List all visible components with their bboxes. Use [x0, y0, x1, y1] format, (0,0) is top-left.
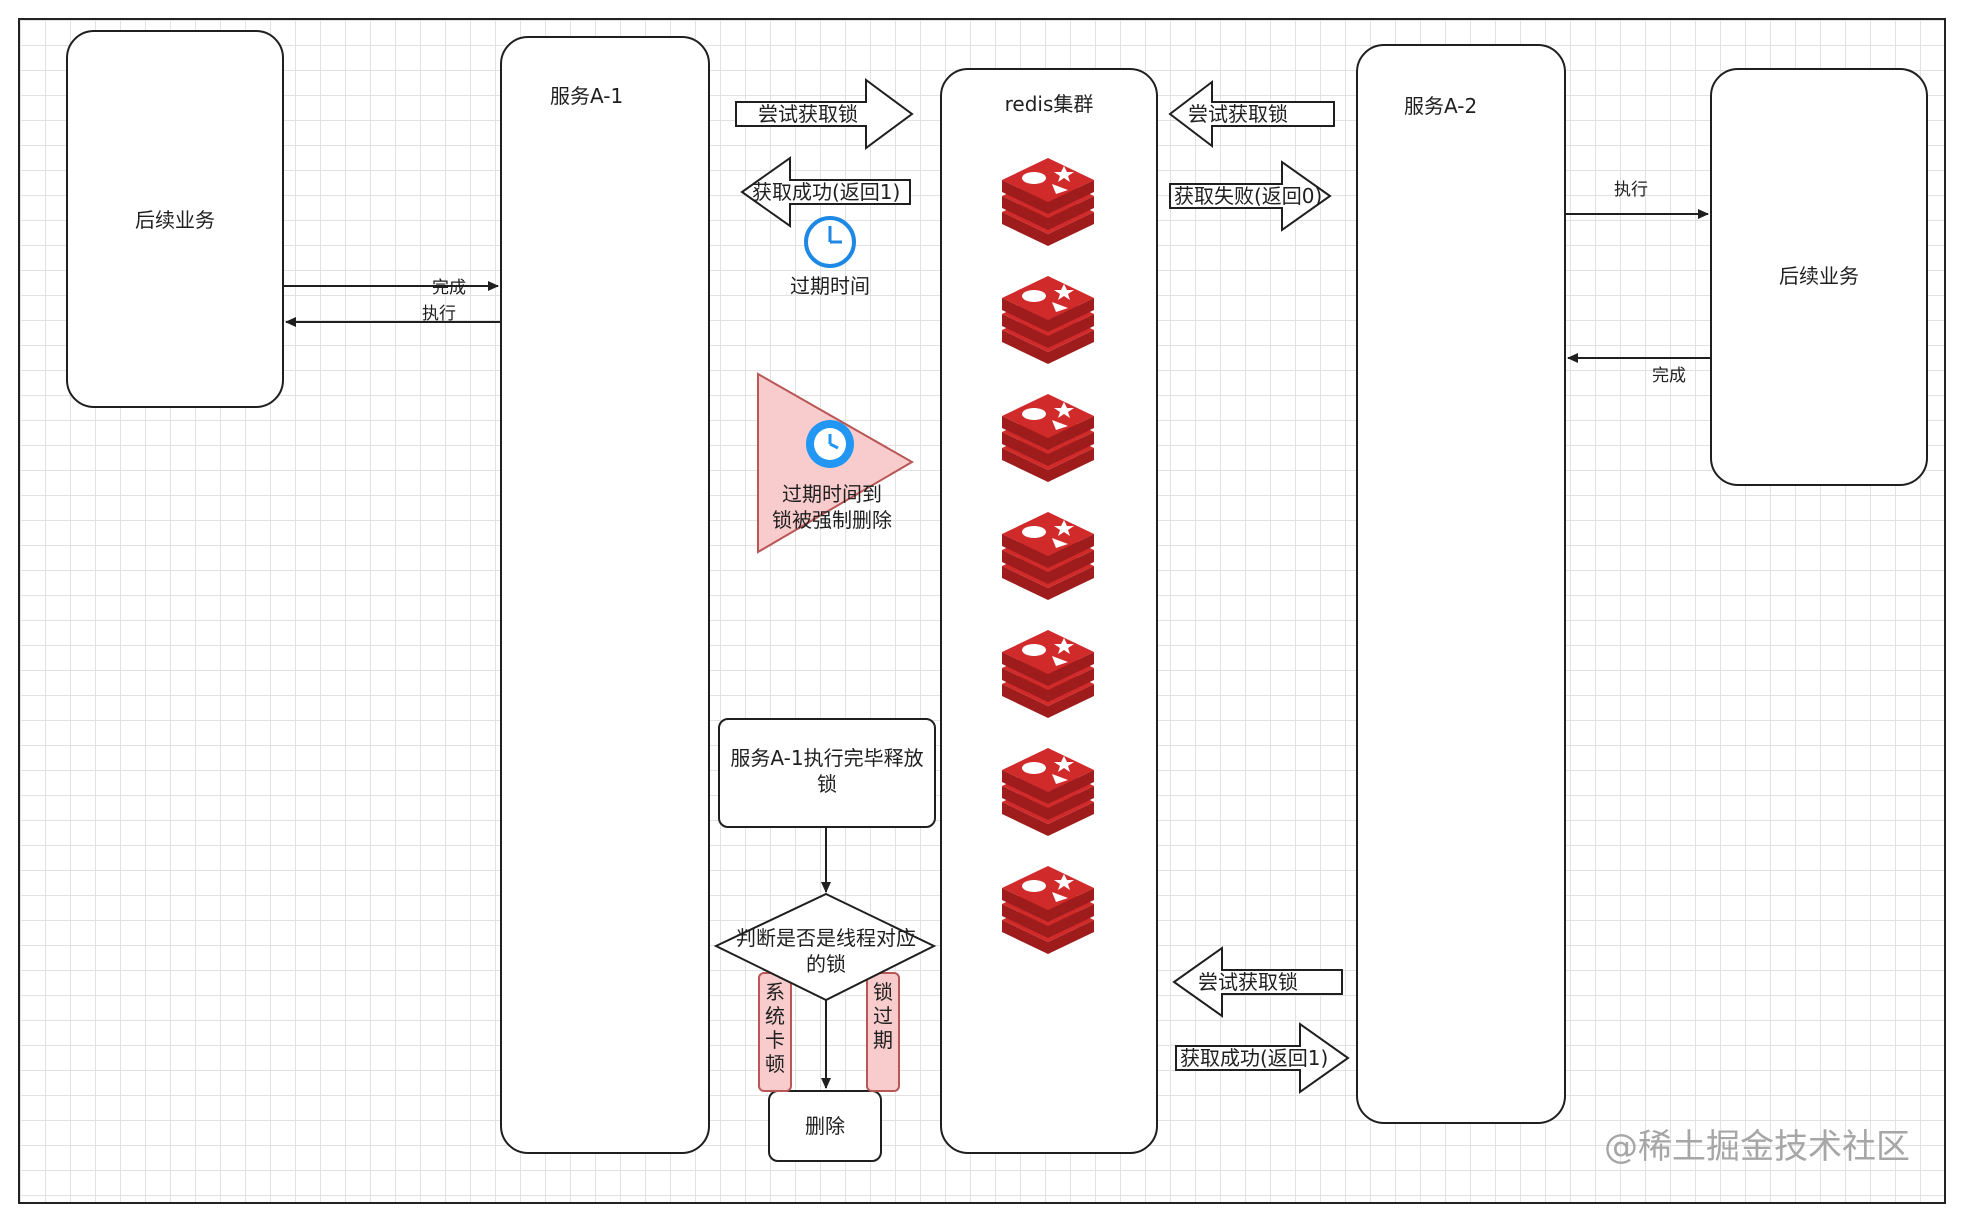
expire-line1: 过期时间到 — [782, 482, 882, 506]
service-a2-title: 服务A-2 — [1404, 94, 1478, 118]
diagram-canvas: 系统卡顿 锁过期 — [18, 18, 1946, 1204]
left-followup-title: 后续业务 — [135, 208, 215, 232]
right-followup-box — [1710, 68, 1928, 486]
a1-lock-success-label: 获取成功(返回1) — [752, 180, 901, 204]
a2-done-label: 完成 — [1652, 366, 1686, 386]
left-followup-box — [66, 30, 284, 408]
release-lock-box — [718, 718, 936, 828]
a2-lock-success-arrow — [1175, 1022, 1350, 1094]
service-a1-box — [500, 36, 710, 1154]
redis-node-icon — [1002, 748, 1094, 836]
redis-node-icon — [1002, 394, 1094, 482]
check-line2: 的锁 — [806, 952, 846, 976]
left-exec-label: 执行 — [422, 304, 456, 324]
expire-line2: 锁被强制删除 — [772, 508, 892, 532]
check-line1: 判断是否是线程对应 — [736, 926, 916, 950]
lock-expired-label: 锁过期 — [866, 972, 900, 1092]
redis-node-icon — [1002, 866, 1094, 954]
diagram-shapes — [284, 78, 1710, 1094]
service-a2-box — [1356, 44, 1566, 1124]
a2-exec-label: 执行 — [1614, 180, 1648, 200]
a2-try-lock-again-label: 尝试获取锁 — [1198, 970, 1298, 994]
left-done-label: 完成 — [432, 278, 466, 298]
expire-time-label: 过期时间 — [790, 274, 870, 298]
redis-cluster-title: redis集群 — [1004, 92, 1094, 116]
release-line1: 服务A-1执行完毕释放 — [730, 746, 924, 770]
a2-try-lock-again-arrow — [1172, 946, 1343, 1018]
redis-node-icon — [1002, 158, 1094, 246]
a2-lock-success-label: 获取成功(返回1) — [1180, 1046, 1329, 1070]
redis-cluster-box — [940, 68, 1158, 1154]
a2-lock-fail-arrow — [1169, 160, 1332, 232]
watermark: @稀土掘金技术社区 — [1604, 1127, 1910, 1167]
a2-try-lock-arrow — [1168, 79, 1335, 149]
a2-lock-fail-label: 获取失败(返回0) — [1174, 184, 1323, 208]
a1-try-lock-label: 尝试获取锁 — [758, 102, 858, 126]
a1-try-lock-arrow — [735, 78, 914, 150]
service-a1-title: 服务A-1 — [550, 84, 624, 108]
right-followup-title: 后续业务 — [1779, 264, 1859, 288]
delete-label: 删除 — [805, 1114, 845, 1138]
delete-box — [768, 1090, 882, 1162]
timer-icon — [806, 420, 854, 468]
clock-icon — [804, 216, 856, 268]
redis-node-icon — [1002, 630, 1094, 718]
system-stuck-label: 系统卡顿 — [758, 972, 792, 1092]
release-line2: 锁 — [817, 772, 837, 796]
redis-node-icon — [1002, 512, 1094, 600]
a1-lock-success-arrow — [740, 156, 911, 228]
redis-node-icon — [1002, 276, 1094, 364]
a2-try-lock-label: 尝试获取锁 — [1188, 102, 1288, 126]
